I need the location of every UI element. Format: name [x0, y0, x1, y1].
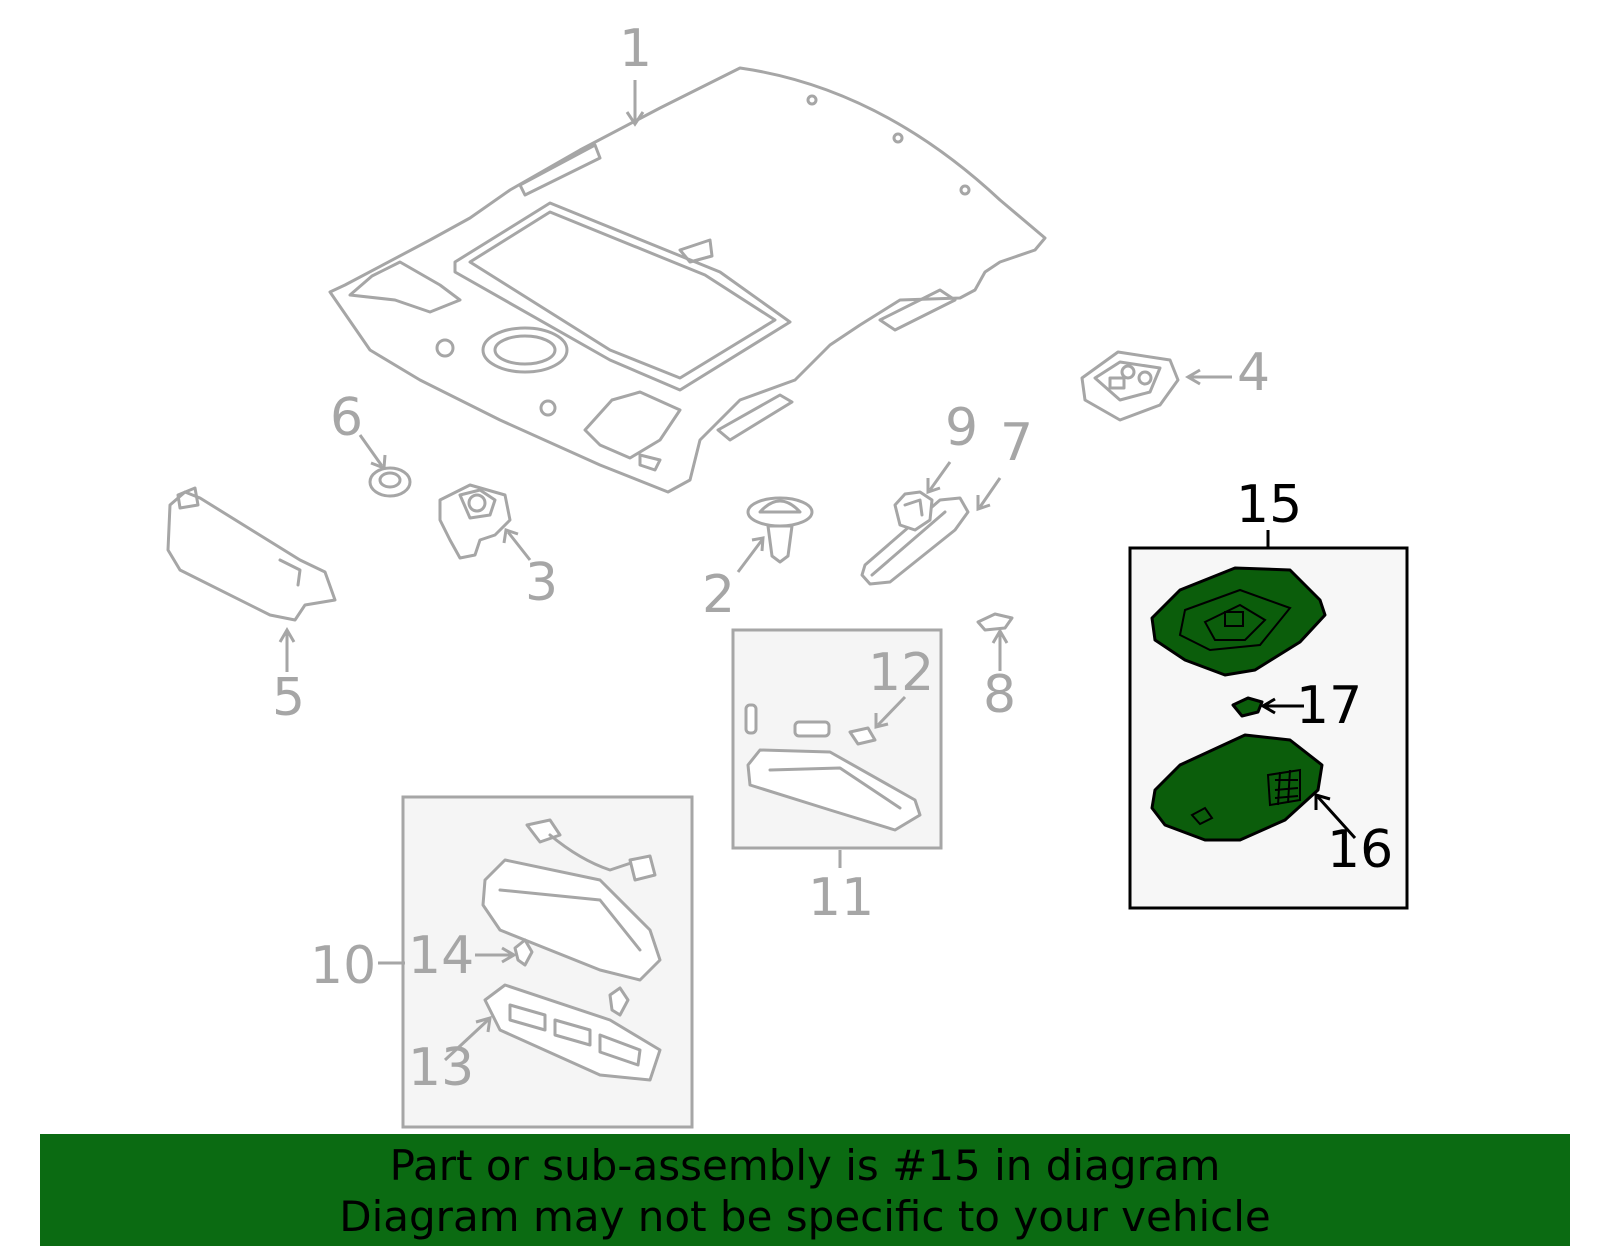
clip-part-8: [976, 612, 1014, 632]
banner-line-2: Diagram may not be specific to your vehi…: [339, 1192, 1271, 1241]
callout-1: 1: [619, 19, 652, 79]
banner-line-1: Part or sub-assembly is #15 in diagram: [389, 1141, 1221, 1190]
callout-5: 5: [272, 668, 305, 728]
subassembly-box-11: [731, 628, 943, 850]
callout-7: 7: [1000, 413, 1033, 473]
callout-11: 11: [808, 868, 874, 928]
clip-part-2: [746, 496, 814, 564]
clip-part-6: [368, 466, 412, 498]
bracket-part-3: [438, 483, 512, 560]
callout-13: 13: [408, 1038, 474, 1098]
lamp-module-part-4: [1080, 350, 1180, 422]
callout-10: 10: [310, 936, 376, 996]
grab-handle-part-7: [860, 496, 970, 586]
callout-2: 2: [702, 565, 735, 625]
headliner-part-1: [328, 66, 1047, 494]
callout-14: 14: [408, 926, 474, 986]
subassembly-box-15: [1128, 546, 1409, 910]
callout-16: 16: [1327, 820, 1393, 880]
callout-4: 4: [1237, 343, 1270, 403]
callout-9: 9: [945, 398, 978, 458]
callout-labels: 1 2 3 4 5 6 7 8 9 10 11 12 13 14 15 16 1…: [272, 19, 1393, 1098]
callout-12: 12: [868, 643, 934, 703]
subassembly-box-10: [401, 795, 694, 1129]
callout-8: 8: [983, 665, 1016, 725]
callout-6: 6: [330, 388, 363, 448]
callout-3: 3: [525, 553, 558, 613]
callout-15: 15: [1236, 475, 1302, 535]
sun-visor-part-5: [166, 486, 337, 622]
leader-lines: [278, 80, 1357, 1062]
notice-banner: Part or sub-assembly is #15 in diagram D…: [40, 1134, 1570, 1246]
clip-part-9: [893, 490, 934, 532]
callout-17: 17: [1296, 676, 1362, 736]
